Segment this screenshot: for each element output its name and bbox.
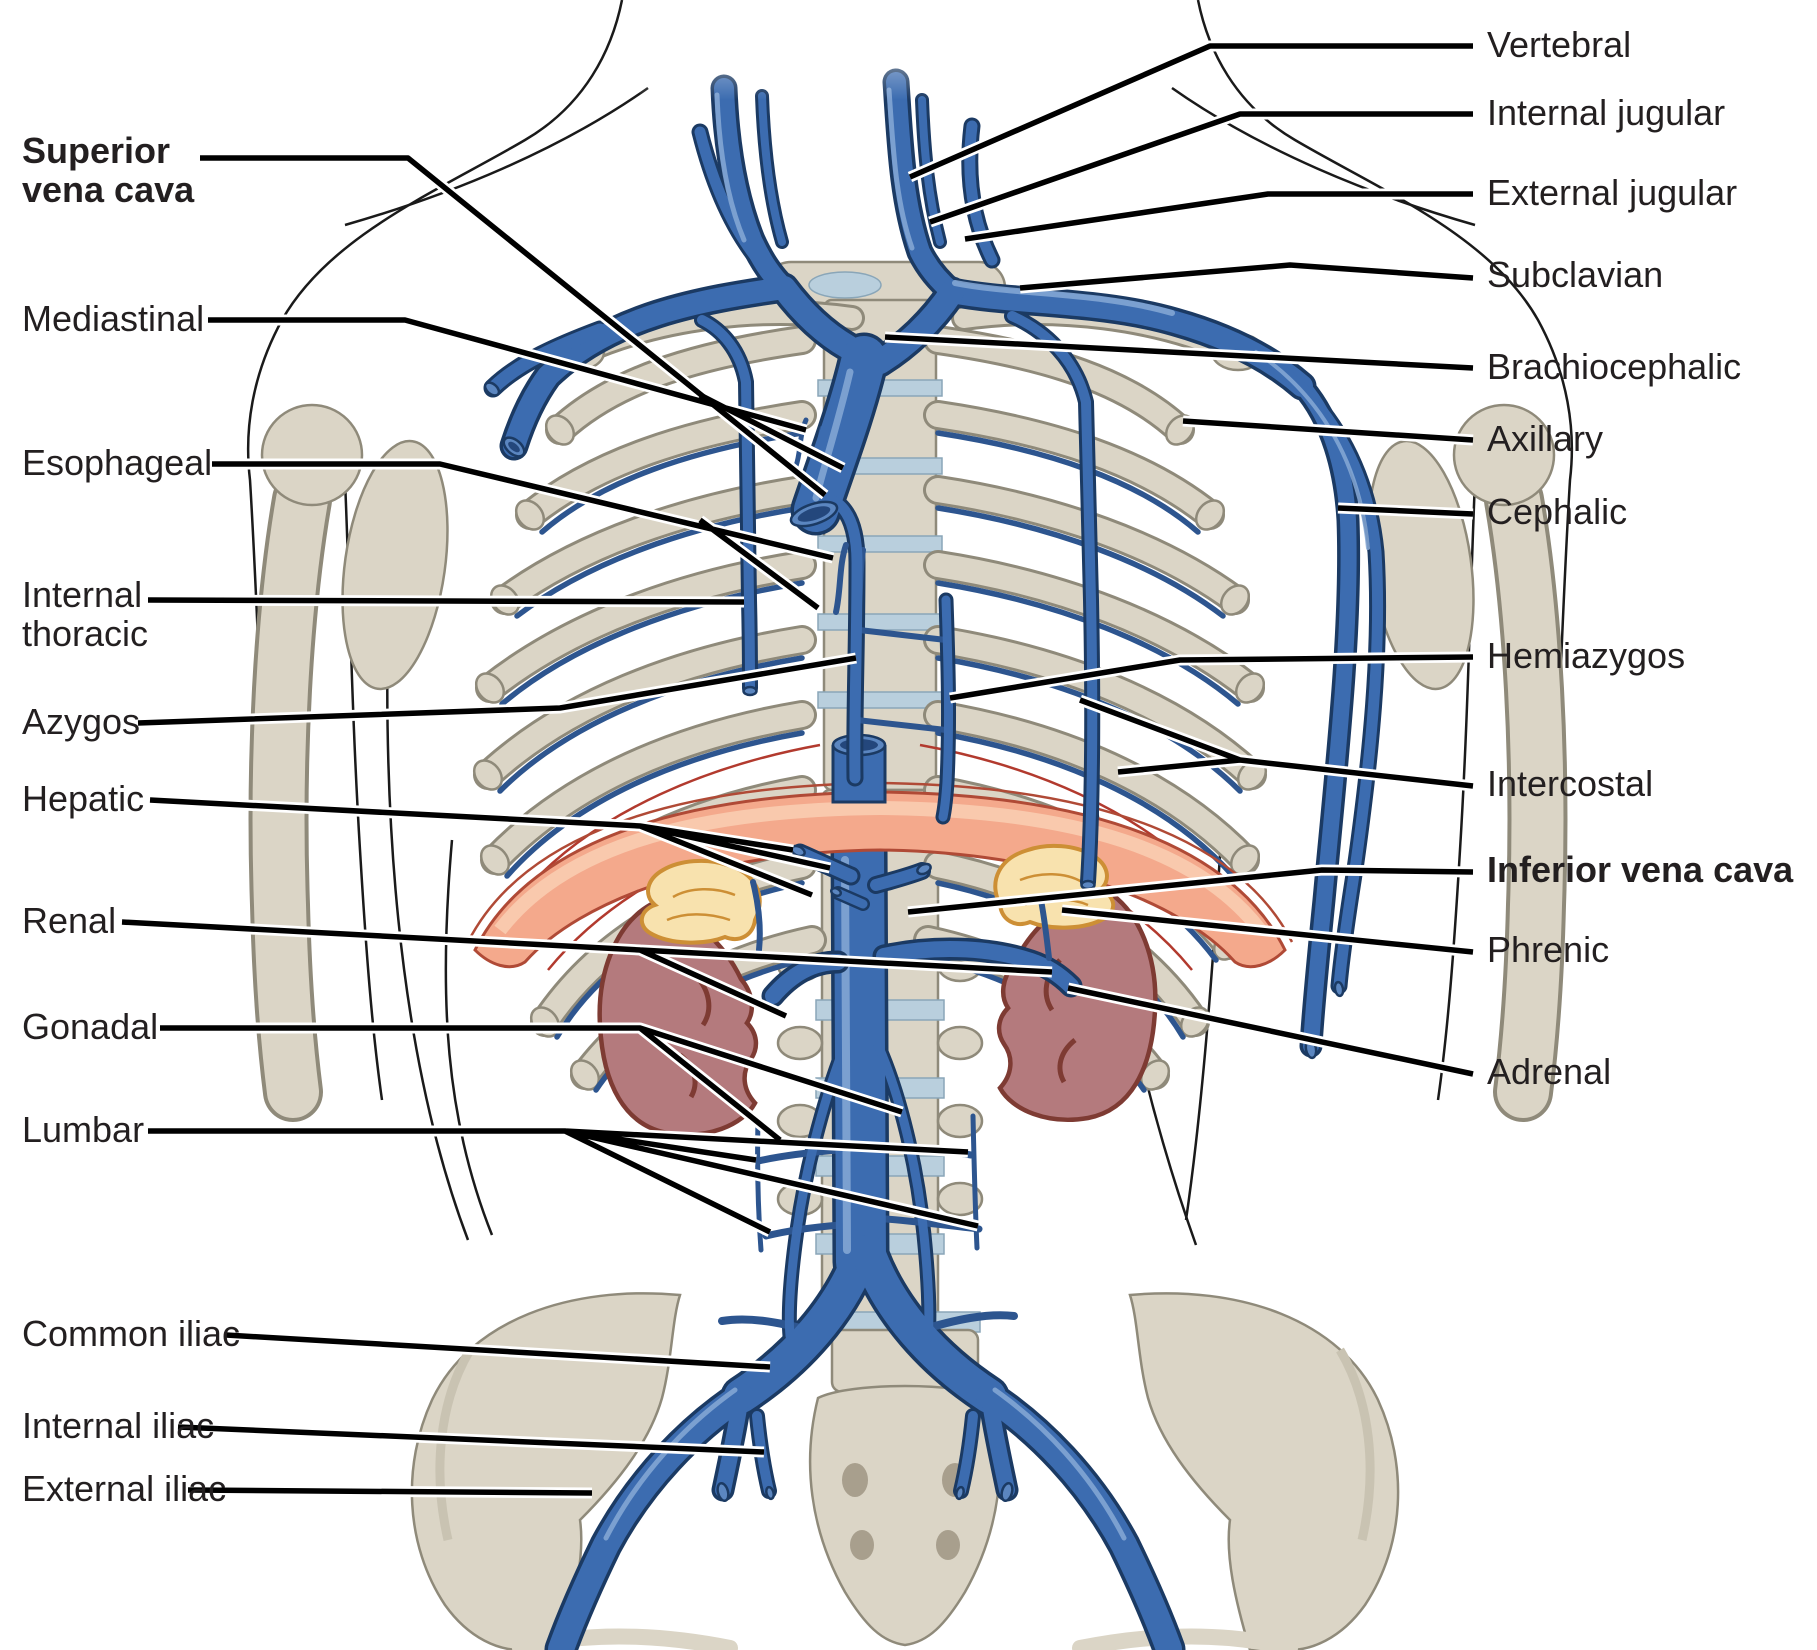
label-mediastinal: Mediastinal [22, 298, 205, 339]
label-intercostal: Intercostal [1487, 763, 1654, 804]
label-esophageal: Esophageal [22, 442, 213, 483]
label-internal-iliac: Internal iliac [22, 1405, 215, 1446]
label-external-jugular: External jugular [1487, 172, 1738, 213]
label-brachiocephalic: Brachiocephalic [1487, 346, 1742, 387]
label-vertebral: Vertebral [1487, 24, 1632, 65]
label-axillary: Axillary [1487, 418, 1604, 459]
label-internal-thoracic: Internal thoracic [22, 574, 149, 654]
label-azygos: Azygos [22, 701, 141, 742]
label-lumbar: Lumbar [22, 1109, 145, 1150]
renal-veins [750, 879, 1071, 996]
label-gonadal: Gonadal [22, 1006, 159, 1047]
inferior-vena-cava-and-branches [561, 845, 1169, 1649]
label-common-iliac: Common iliac [22, 1313, 241, 1354]
neck-fade [640, 0, 1160, 100]
thoracic-veins [483, 82, 1378, 1060]
label-renal: Renal [22, 900, 117, 941]
label-inferior-vena-cava: Inferior vena cava [1487, 849, 1794, 890]
label-hepatic: Hepatic [22, 778, 145, 819]
shoulder-and-arm-bones [248, 403, 1568, 1122]
label-superior-vena-cava: Superior vena cava [22, 130, 195, 210]
label-phrenic: Phrenic [1487, 929, 1610, 970]
label-cephalic: Cephalic [1487, 491, 1628, 532]
label-external-iliac: External iliac [22, 1468, 227, 1509]
label-adrenal: Adrenal [1487, 1051, 1612, 1092]
pelvis [410, 1292, 1400, 1650]
label-subclavian: Subclavian [1487, 254, 1664, 295]
label-hemiazygos: Hemiazygos [1487, 635, 1686, 676]
label-internal-jugular: Internal jugular [1487, 92, 1726, 133]
